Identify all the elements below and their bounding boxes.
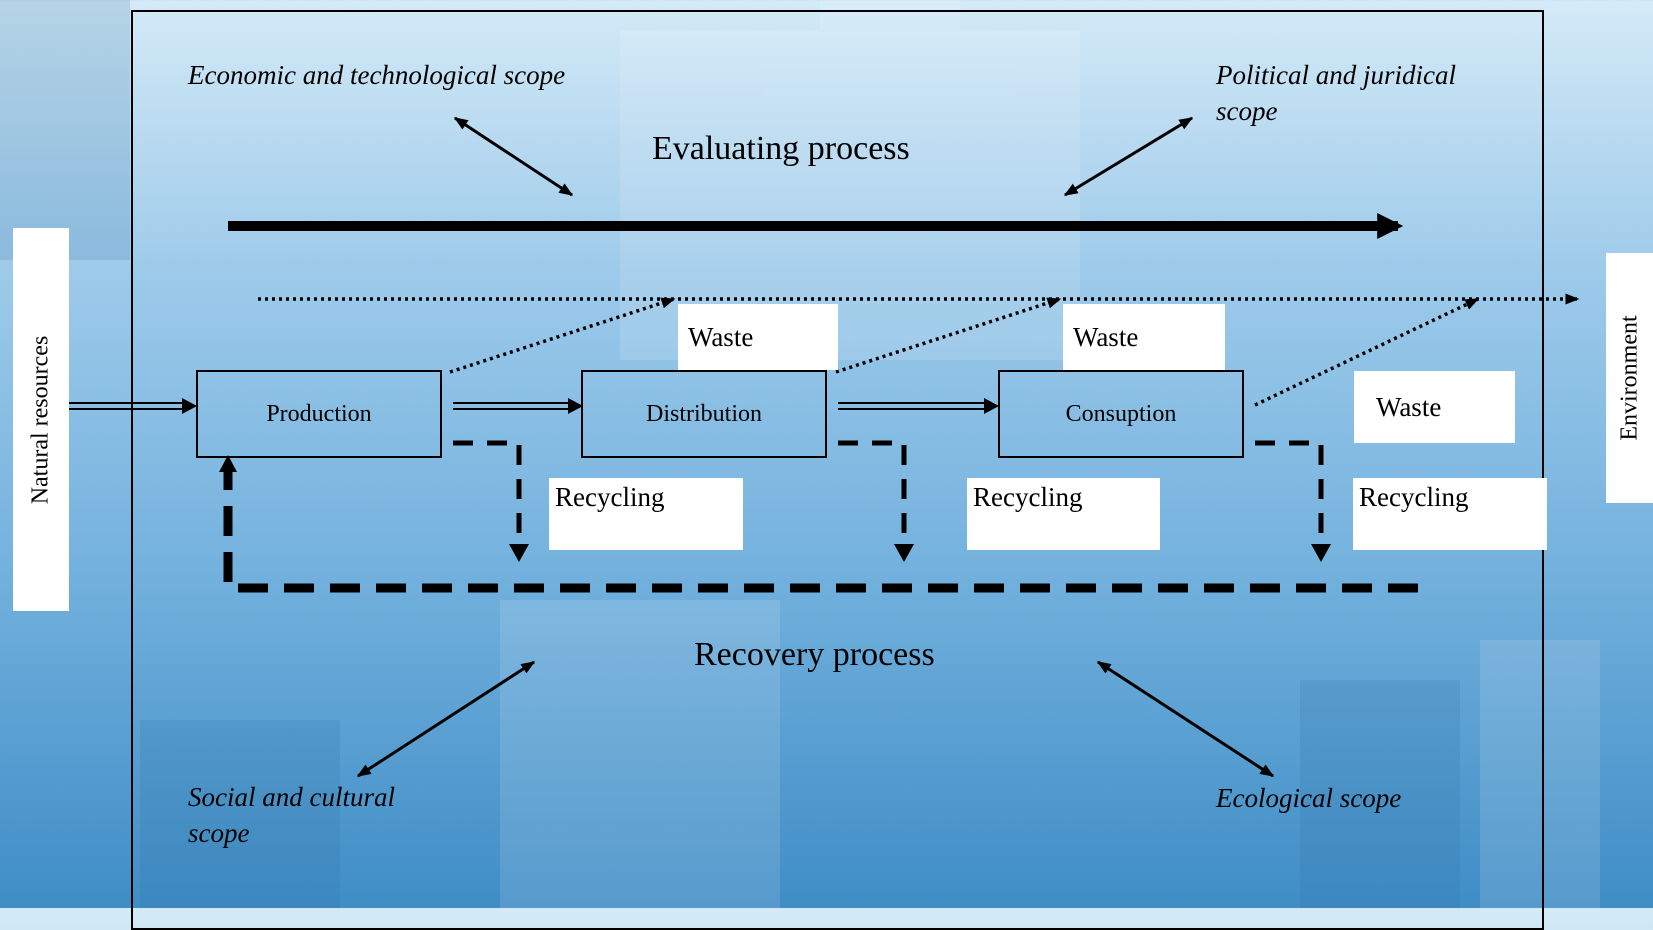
evaluating-process-title: Evaluating process [652,130,910,167]
scope-arrow-ecological [1096,660,1275,778]
node-consumption: Consuption [998,370,1244,458]
flow-arrow-production-distribution [453,398,583,414]
scope-political-line-1: Political and juridical [1216,60,1456,90]
recovery-loop [223,467,1418,593]
scope-arrow-social [356,660,536,778]
recovery-process-title: Recovery process [694,636,935,673]
scope-social-line-1: Social and cultural [188,782,395,812]
background-image [0,0,1460,908]
natural-resources-label: Natural resources [27,335,54,504]
node-production: Production [196,370,442,458]
scope-political-line-2: scope [1216,96,1278,126]
dotted-waste-line-1 [449,297,676,374]
waste-box-2: Waste [1063,304,1225,370]
dotted-waste-line-2 [835,297,1062,374]
recycling-box-2: Recycling [967,478,1160,550]
environment-label: Environment [1616,315,1642,441]
scope-ecological: Ecological scope [1216,783,1402,813]
environment-box: Environment [1606,253,1653,503]
scope-social-line-2: scope [188,818,250,848]
flow-arrow-resources [68,398,197,414]
scope-arrow-political [1063,116,1194,197]
waste-box-1: Waste [678,304,838,370]
recycling-box-3: Recycling [1353,478,1547,550]
node-distribution: Distribution [581,370,827,458]
dotted-waste-line-3 [1254,297,1480,407]
diagram-connectors [68,116,1580,778]
natural-resources-box: Natural resources [13,228,69,611]
recycling-box-1: Recycling [549,478,743,550]
scope-arrow-economic [453,116,574,197]
scope-economic: Economic and technological scope [188,60,566,90]
waste-box-3: Waste [1354,371,1515,443]
flow-arrow-distribution-consumption [838,398,999,414]
